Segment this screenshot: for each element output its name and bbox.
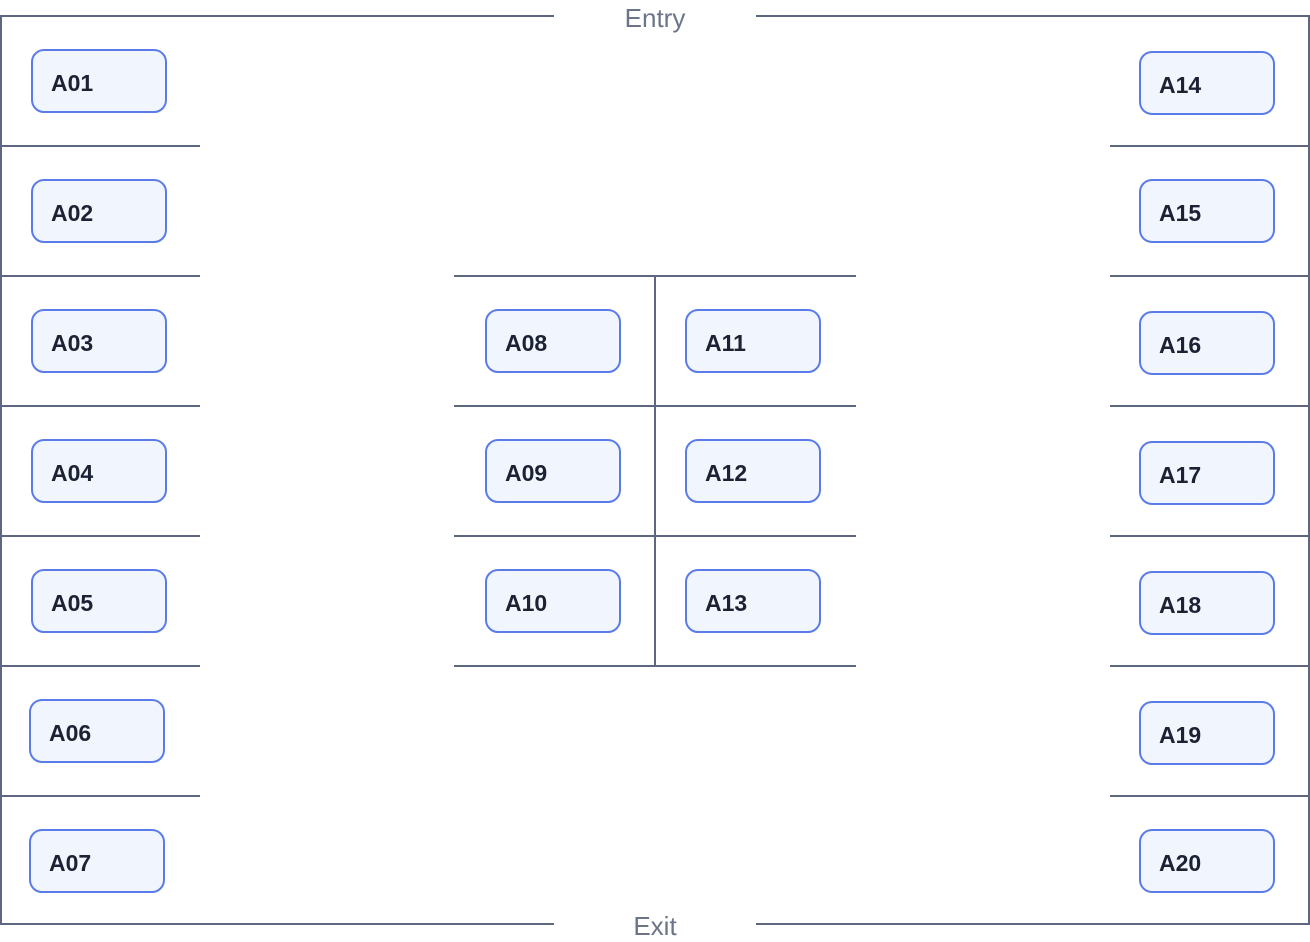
slot-label: A19 xyxy=(1159,722,1202,748)
left-wall xyxy=(0,15,2,925)
parking-slot-a09[interactable]: A09 xyxy=(485,439,621,503)
parking-slot-a06[interactable]: A06 xyxy=(29,699,165,763)
parking-slot-a15[interactable]: A15 xyxy=(1139,179,1275,243)
parking-slot-a07[interactable]: A07 xyxy=(29,829,165,893)
right-bay-divider xyxy=(1110,665,1310,667)
parking-slot-a11[interactable]: A11 xyxy=(685,309,821,373)
bottom-wall-right xyxy=(756,923,1310,925)
parking-slot-a02[interactable]: A02 xyxy=(31,179,167,243)
slot-label: A09 xyxy=(505,460,548,486)
slot-label: A02 xyxy=(51,200,94,226)
parking-slot-a18[interactable]: A18 xyxy=(1139,571,1275,635)
parking-slot-a10[interactable]: A10 xyxy=(485,569,621,633)
parking-slot-a14[interactable]: A14 xyxy=(1139,51,1275,115)
exit-label: Exit xyxy=(633,911,677,941)
entry-label: Entry xyxy=(624,3,686,33)
parking-slot-a01[interactable]: A01 xyxy=(31,49,167,113)
top-wall-left xyxy=(0,15,554,17)
left-bay-divider xyxy=(0,405,200,407)
right-bay-divider xyxy=(1110,535,1310,537)
parking-slot-a20[interactable]: A20 xyxy=(1139,829,1275,893)
slot-label: A07 xyxy=(49,850,92,876)
right-bay-divider xyxy=(1110,145,1310,147)
right-bay-divider xyxy=(1110,275,1310,277)
parking-slot-a04[interactable]: A04 xyxy=(31,439,167,503)
island-divider xyxy=(454,275,856,277)
right-bay-divider xyxy=(1110,795,1310,797)
right-wall xyxy=(1308,15,1310,925)
slot-label: A20 xyxy=(1159,850,1202,876)
right-bay-divider xyxy=(1110,405,1310,407)
slot-label: A13 xyxy=(705,590,748,616)
slot-label: A11 xyxy=(705,330,746,356)
slot-label: A03 xyxy=(51,330,94,356)
left-bay-divider xyxy=(0,145,200,147)
slot-label: A14 xyxy=(1159,72,1202,98)
parking-slot-a16[interactable]: A16 xyxy=(1139,311,1275,375)
parking-slot-a19[interactable]: A19 xyxy=(1139,701,1275,765)
slot-label: A12 xyxy=(705,460,748,486)
left-bay-divider xyxy=(0,665,200,667)
parking-slot-a17[interactable]: A17 xyxy=(1139,441,1275,505)
slot-label: A18 xyxy=(1159,592,1202,618)
parking-slot-a08[interactable]: A08 xyxy=(485,309,621,373)
top-wall-right xyxy=(756,15,1310,17)
parking-slot-a03[interactable]: A03 xyxy=(31,309,167,373)
slot-label: A16 xyxy=(1159,332,1202,358)
left-bay-divider xyxy=(0,795,200,797)
slot-label: A15 xyxy=(1159,200,1202,226)
parking-slot-a05[interactable]: A05 xyxy=(31,569,167,633)
slot-label: A08 xyxy=(505,330,548,356)
slot-label: A04 xyxy=(51,460,94,486)
left-bay-divider xyxy=(0,275,200,277)
slot-label: A06 xyxy=(49,720,92,746)
parking-slot-a13[interactable]: A13 xyxy=(685,569,821,633)
island-center-divider xyxy=(654,277,656,666)
slot-label: A10 xyxy=(505,590,548,616)
bottom-wall-left xyxy=(0,923,554,925)
left-bay-divider xyxy=(0,535,200,537)
slot-label: A01 xyxy=(51,70,94,96)
slot-label: A17 xyxy=(1159,462,1202,488)
slot-label: A05 xyxy=(51,590,94,616)
parking-slot-a12[interactable]: A12 xyxy=(685,439,821,503)
island-divider xyxy=(454,665,856,667)
